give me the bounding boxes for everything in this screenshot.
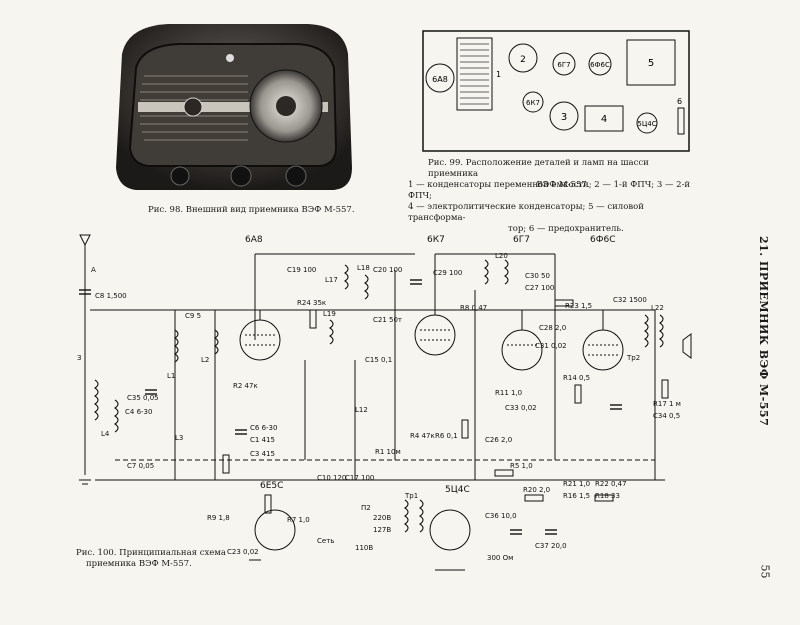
label-c7: C7 0,05	[127, 462, 154, 470]
label-c20: C20 100	[373, 266, 402, 274]
chassis-label-tube5: 5Ц4С	[637, 120, 656, 128]
fig99-legend-line3: тор; 6 — предохранитель.	[508, 224, 624, 234]
fig100-caption-line1: Рис. 100. Принципиальная схема	[76, 548, 226, 558]
label-r8: R8 0,47	[460, 304, 487, 312]
fig99-legend: 1 — конденсаторы переменной емкости; 2 —…	[408, 180, 700, 235]
chassis-layout-diagram: 6А8 2 6Г7 6Ф6С 5 6К7 3 4 5Ц4С 1 6	[422, 30, 692, 153]
chassis-label-4: 4	[601, 114, 607, 125]
label-r16: R16 1,5	[563, 492, 590, 500]
label-r22: R22 0,47	[595, 480, 627, 488]
fig99-legend-line2: 4 — электролитические конденсаторы; 5 — …	[408, 202, 644, 223]
chassis-label-tube2: 6Г7	[557, 61, 570, 69]
label-r5: R5 1,0	[510, 462, 533, 470]
label-c4: C4 6-30	[125, 408, 152, 416]
label-r7: R7 1,0	[287, 516, 310, 524]
circuit-schematic: 6А8 6К7 6Г7 6Ф6С 6Е5С 5Ц4С А З C8 1,500 …	[55, 230, 700, 590]
label-6a8: 6А8	[245, 235, 263, 245]
label-l4: L4	[101, 430, 110, 438]
label-r9: R9 1,8	[207, 514, 230, 522]
label-l3: L3	[175, 434, 183, 442]
chassis-label-5: 5	[648, 58, 654, 69]
chassis-label-6: 6	[677, 97, 682, 106]
label-l17: L17	[325, 276, 338, 284]
chassis-label-tube3: 6Ф6С	[590, 61, 610, 69]
label-l1: L1	[167, 372, 175, 380]
label-5c4s: 5Ц4С	[445, 485, 470, 495]
label-l22: L22	[651, 304, 664, 312]
label-r14: R14 0,5	[563, 374, 590, 382]
chassis-label-2: 2	[520, 55, 526, 65]
label-r23: R23 1,5	[565, 302, 592, 310]
label-c17: C17 100	[345, 474, 374, 482]
page-number: 55	[758, 564, 772, 579]
label-c32: C32 1500	[613, 296, 647, 304]
chassis-label-1: 1	[496, 70, 501, 79]
running-header: 21. ПРИЕМНИК ВЭФ М-557	[757, 236, 770, 427]
label-c19: C19 100	[287, 266, 316, 274]
label-r6: R6 0,1	[435, 432, 458, 440]
label-c28: C28 2,0	[539, 324, 566, 332]
label-127v: 127В	[373, 526, 391, 534]
label-r2: R2 47к	[233, 382, 258, 390]
label-tr1: Тр1	[404, 492, 418, 500]
label-l19: L19	[323, 310, 336, 318]
label-ground: З	[77, 354, 82, 362]
label-l20: L20	[495, 252, 508, 260]
label-r21: R21 1,0	[563, 480, 590, 488]
label-6f6s: 6Ф6С	[590, 235, 615, 245]
fig99-caption: Рис. 99. Расположение деталей и ламп на …	[428, 158, 698, 191]
label-c21: C21 50т	[373, 316, 402, 324]
radio-exterior-illustration	[108, 18, 356, 196]
label-220v: 220В	[373, 514, 391, 522]
label-c15: C15 0,1	[365, 356, 392, 364]
label-6g7: 6Г7	[513, 235, 530, 245]
fig99-caption-line2: ВЭФ М-557.	[536, 180, 590, 190]
label-set: Сеть	[317, 537, 334, 545]
label-r1: R1 10м	[375, 448, 401, 456]
label-c9: C9 5	[185, 312, 201, 320]
chassis-label-3: 3	[561, 112, 567, 123]
label-l12: L12	[355, 406, 368, 414]
label-6e5s: 6Е5С	[260, 481, 283, 491]
label-c33: C33 0,02	[505, 404, 537, 412]
label-p2: П2	[361, 504, 371, 512]
label-c6: C6 6-30	[250, 424, 277, 432]
chassis-label-tube4: 6К7	[526, 99, 540, 107]
label-tr2: Тр2	[626, 354, 640, 362]
label-c3: C3 415	[250, 450, 275, 458]
label-r4: R4 47к	[410, 432, 435, 440]
label-r18: R18 33	[595, 492, 620, 500]
label-r11: R11 1,0	[495, 389, 522, 397]
label-r17: R17 1 м	[653, 400, 681, 408]
label-c27: C27 100	[525, 284, 554, 292]
label-c37: C37 20,0	[535, 542, 567, 550]
label-c1: C1 415	[250, 436, 275, 444]
label-c30: C30 50	[525, 272, 550, 280]
label-l2: L2	[201, 356, 209, 364]
label-c26: C26 2,0	[485, 436, 512, 444]
chassis-label-tube1: 6А8	[432, 75, 448, 84]
fig100-caption-line2: приемника ВЭФ М-557.	[86, 559, 192, 569]
fig100-caption: Рис. 100. Принципиальная схема приемника…	[62, 548, 226, 570]
label-c35: C35 0,05	[127, 394, 159, 402]
fig99-caption-line1: Рис. 99. Расположение деталей и ламп на …	[428, 158, 649, 179]
label-r20: R20 2,0	[523, 486, 550, 494]
label-110v: 110В	[355, 544, 373, 552]
label-c31: C31 0,02	[535, 342, 567, 350]
label-r300: 300 Ом	[487, 554, 513, 562]
label-c36: C36 10,0	[485, 512, 517, 520]
label-c23: C23 0,02	[227, 548, 259, 556]
label-c8: C8 1,500	[95, 292, 127, 300]
label-c10: C10 120	[317, 474, 346, 482]
fig99-legend-line1: 1 — конденсаторы переменной емкости; 2 —…	[408, 180, 691, 201]
fig98-caption: Рис. 98. Внешний вид приемника ВЭФ М-557…	[148, 205, 355, 215]
label-6k7: 6К7	[427, 235, 445, 245]
label-c29: C29 100	[433, 269, 462, 277]
label-l18: L18	[357, 264, 370, 272]
label-antenna: А	[91, 266, 96, 274]
label-r24: R24 35к	[297, 299, 326, 307]
label-c34: C34 0,5	[653, 412, 680, 420]
